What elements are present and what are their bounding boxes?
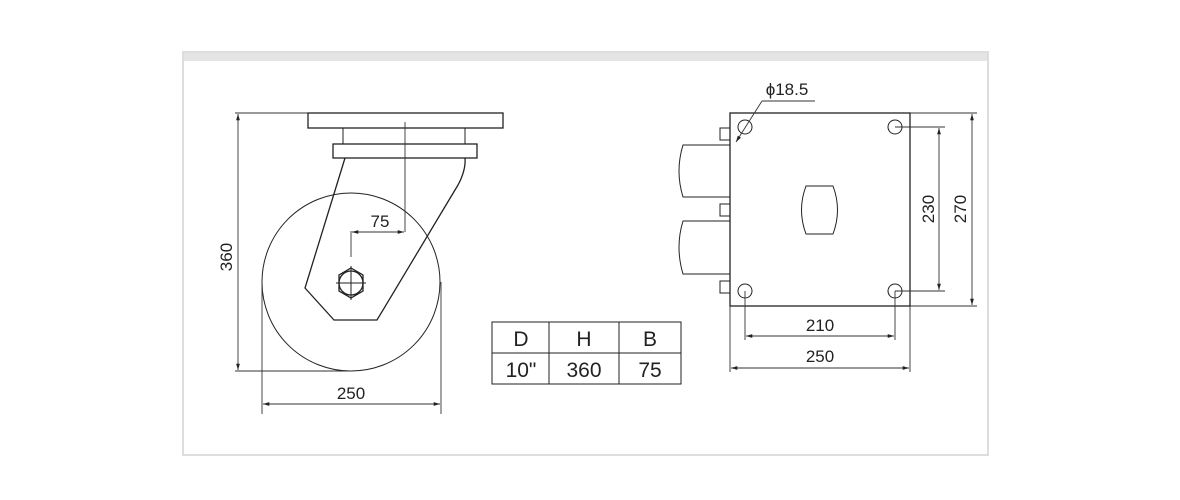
dim-offset-label: 75 (371, 212, 390, 231)
wheel-top-1 (678, 144, 730, 198)
panel-header-bar (184, 53, 987, 61)
top-plate (307, 112, 504, 129)
table-header-h: H (576, 328, 591, 351)
top-view: ϕ18.5 230 270 210 250 (678, 80, 977, 372)
table-value-d: 10" (506, 359, 537, 382)
dim-hole-spacing-x-label: 210 (806, 316, 834, 335)
dim-plate-width-label: 250 (806, 347, 834, 366)
side-view: 75 360 250 (217, 112, 504, 414)
drawing-panel (182, 51, 989, 456)
dim-wheel-diameter-label: 250 (337, 384, 365, 403)
wheel-top-2 (678, 220, 730, 275)
dim-hole-spacing-y-label: 230 (919, 195, 938, 223)
spec-table: D H B 10" 360 75 (491, 321, 682, 385)
dim-hole-label: ϕ18.5 (766, 80, 809, 99)
table-value-h: 360 (566, 359, 601, 382)
dim-plate-length-label: 270 (951, 195, 970, 223)
center-slot (801, 185, 838, 235)
axle-icon (336, 266, 366, 300)
table-value-b: 75 (638, 359, 661, 382)
table-header-d: D (513, 328, 528, 351)
table-header-b: B (643, 328, 657, 351)
dim-height-label: 360 (217, 243, 236, 271)
bolt-hole (737, 119, 753, 135)
mounting-plate (729, 112, 911, 307)
fork (304, 157, 466, 321)
